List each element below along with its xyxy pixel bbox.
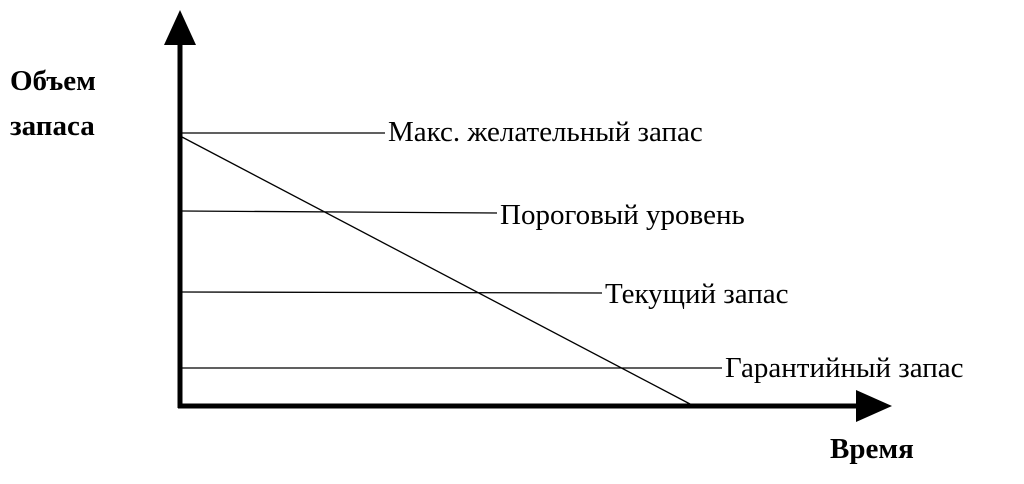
y-axis-arrow-icon [164,10,196,45]
level-label-safety: Гарантийный запас [725,352,964,384]
level-label-max-desired: Макс. желательный запас [388,116,703,148]
level-label-current: Текущий запас [605,278,789,310]
y-axis-title-line1: Объем [10,65,96,97]
y-axis-title-line2: запаса [10,110,95,142]
level-label-threshold: Пороговый уровень [500,199,745,231]
level-line-current [181,291,603,294]
x-axis-title: Время [830,433,914,465]
consumption-line [181,136,691,405]
x-axis-arrow-icon [856,390,892,422]
level-line-threshold [181,210,498,214]
